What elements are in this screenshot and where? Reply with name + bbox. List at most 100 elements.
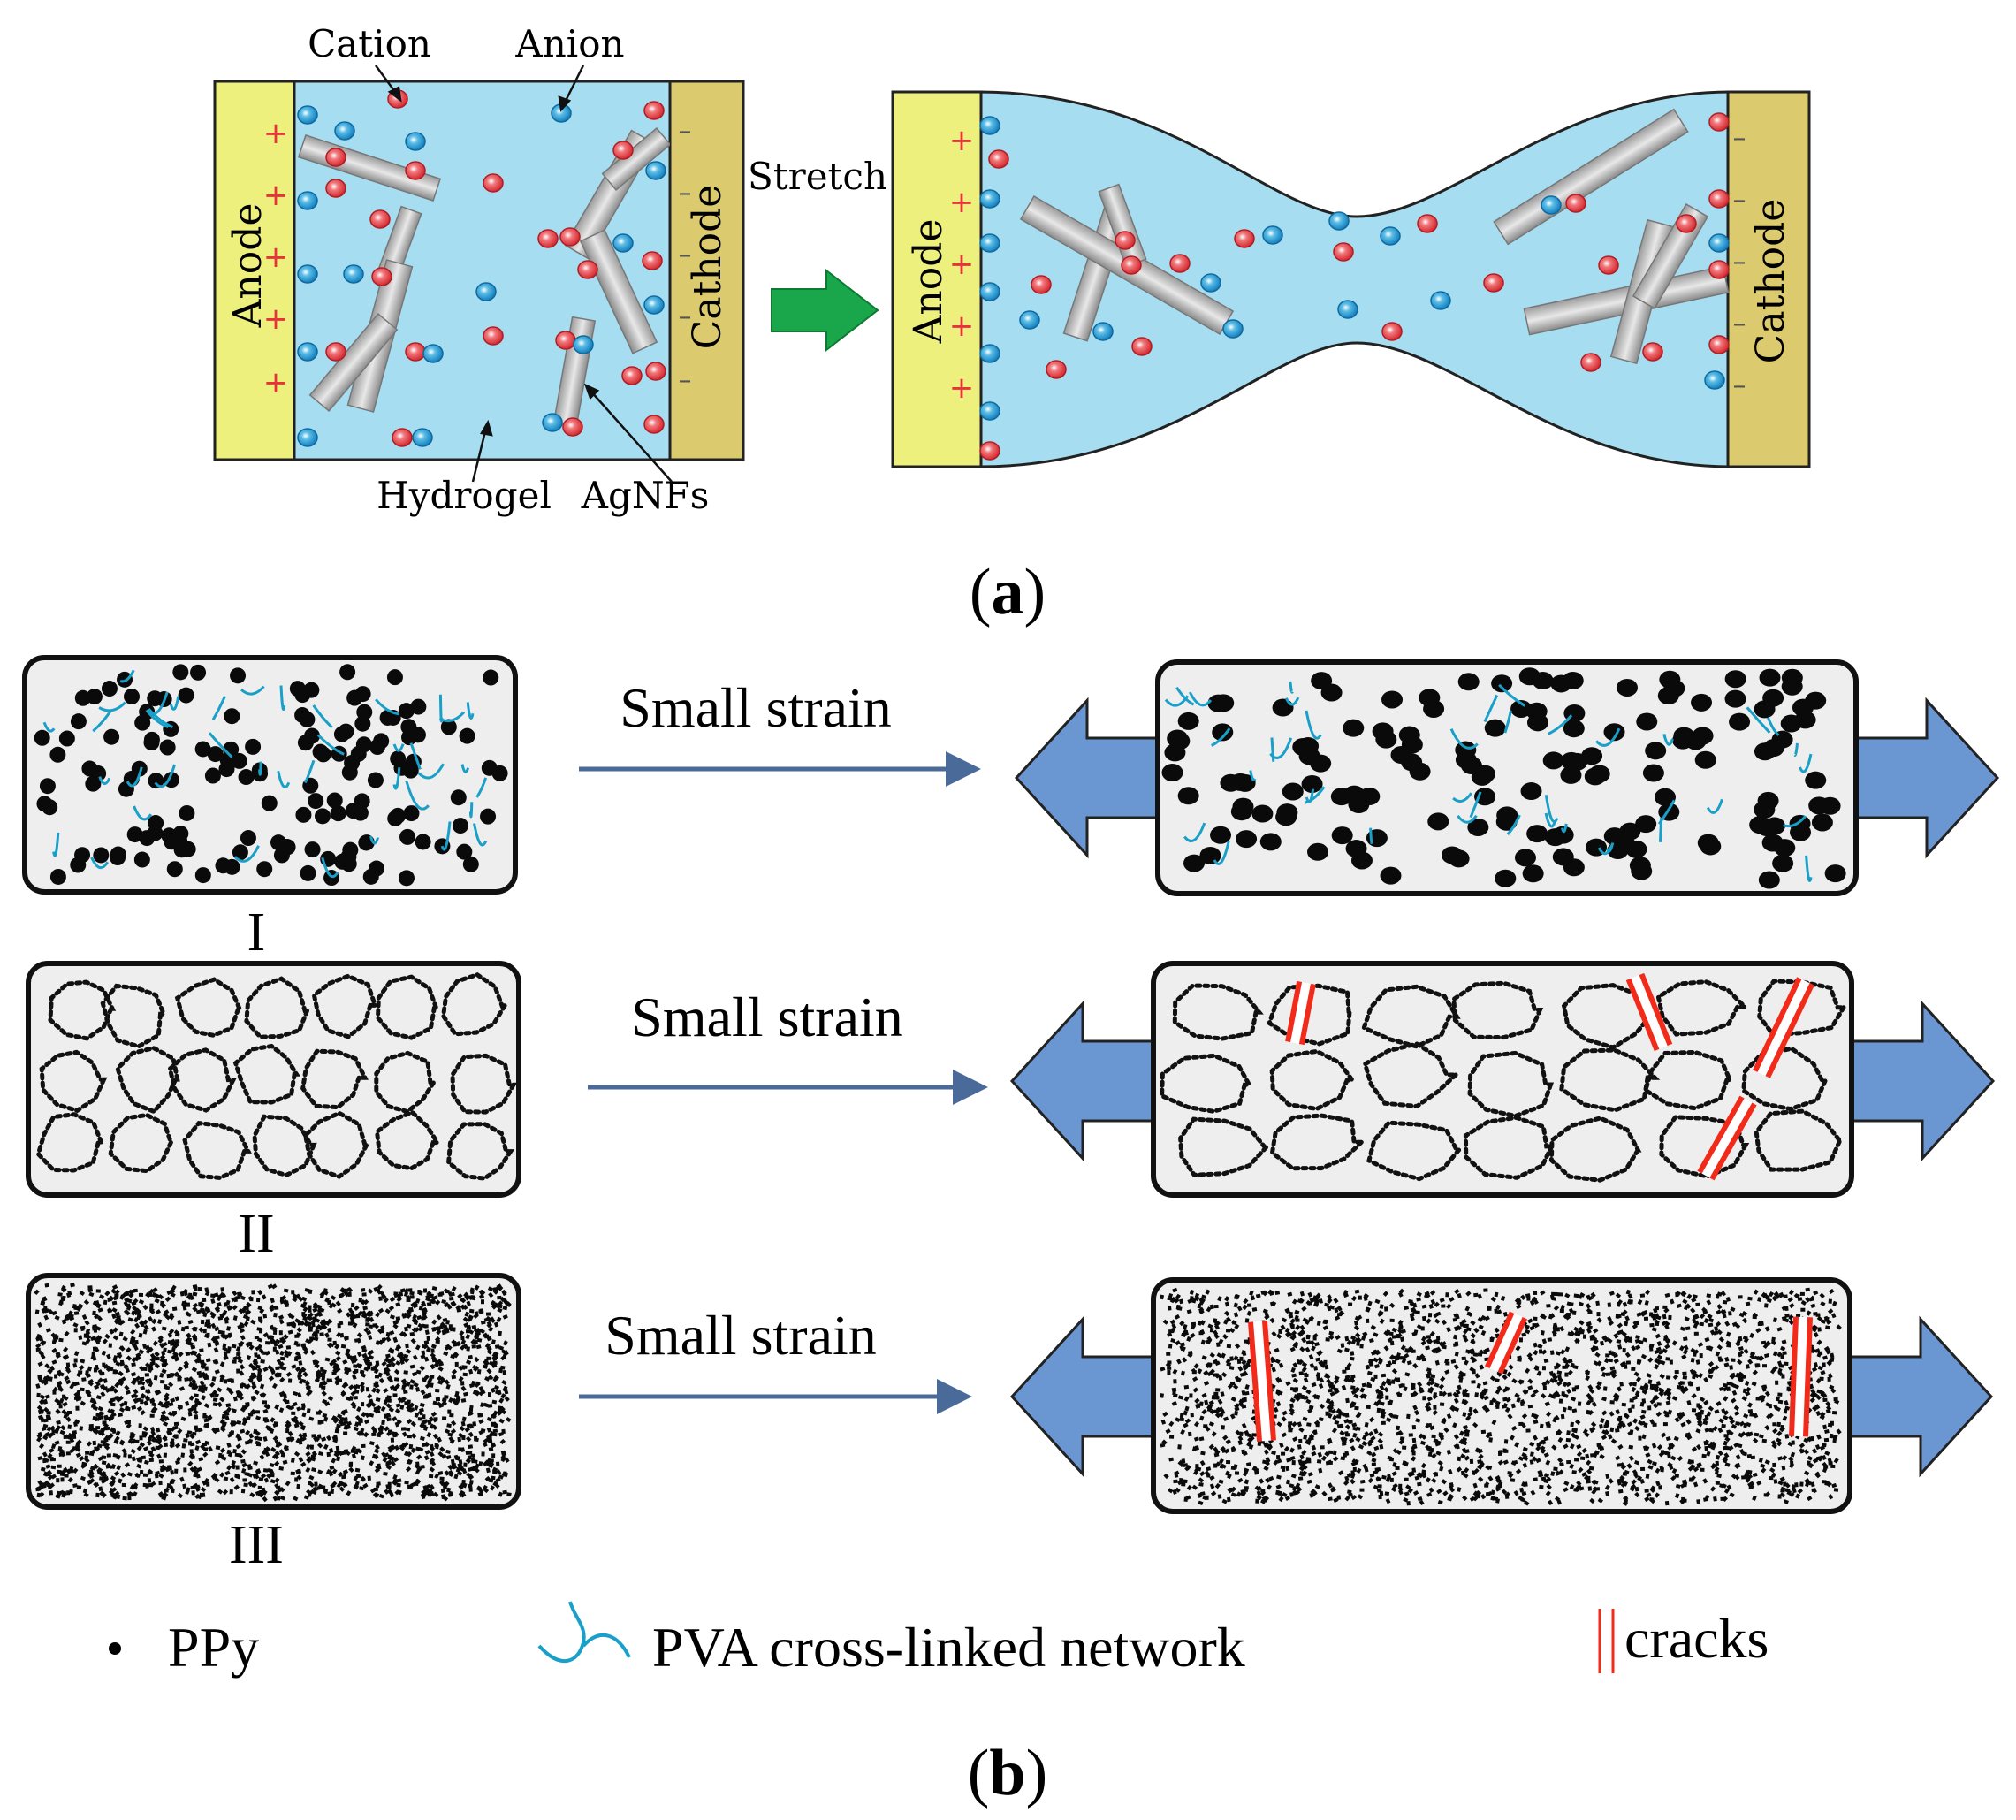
plus-sign: + — [263, 178, 289, 213]
stretch-label: Stretch — [748, 155, 887, 198]
agnf-flake — [1493, 108, 1689, 246]
row-numeral: III — [229, 1515, 284, 1575]
anion-ion — [412, 428, 433, 447]
legend-pva: PVA cross-linked network — [652, 1616, 1245, 1679]
anode-electrode — [213, 80, 296, 461]
cation-ion — [1169, 254, 1191, 273]
cathode-label: Cathode — [1748, 199, 1793, 364]
cathode-label: Cathode — [685, 185, 730, 350]
cation-ion — [1031, 275, 1052, 294]
plus-sign: + — [949, 308, 975, 344]
strain-arrow-head — [953, 1070, 988, 1105]
annotation-pointers — [374, 65, 673, 483]
cation-ion — [1333, 242, 1354, 262]
stretch-arrow — [771, 268, 879, 353]
pva-network-strands — [1164, 681, 1813, 882]
cation-ion — [1565, 194, 1586, 213]
anion-ion — [1200, 273, 1221, 293]
minus-sign: – — [1733, 123, 1746, 154]
cation-label: Cation — [308, 22, 431, 65]
cation-ion — [1642, 342, 1663, 362]
anion-ion — [1019, 310, 1040, 330]
anion-ion — [1328, 211, 1350, 231]
cation-ion — [405, 342, 426, 362]
plus-sign: + — [949, 247, 975, 282]
anode-label: Anode — [906, 219, 951, 345]
legend: PPy PVA cross-linked network cracks — [109, 1601, 1769, 1679]
legend-ppy: PPy — [168, 1616, 259, 1679]
caption-a-letter: a — [992, 556, 1024, 628]
crack — [1753, 977, 1814, 1078]
crack — [1697, 1095, 1757, 1181]
cell-stretched: +++++––––– Anode Cathode — [891, 90, 1811, 468]
anion-ion — [1222, 319, 1244, 339]
anion-ion — [1708, 233, 1730, 253]
anion-ion — [297, 428, 318, 447]
plus-sign: + — [949, 185, 975, 220]
minus-sign: – — [1733, 308, 1746, 339]
pva-network-strands — [42, 669, 488, 879]
cation-ion — [537, 229, 559, 248]
cation-ion — [645, 362, 666, 381]
ppy-grain-boundaries — [35, 971, 518, 1181]
crack — [1248, 1321, 1276, 1442]
cation-ion — [1676, 214, 1697, 233]
anion-ion — [297, 191, 318, 210]
strain-label: Small strain — [605, 1304, 877, 1367]
cation-ion — [1417, 214, 1438, 233]
anion-ion — [475, 282, 497, 301]
cation-ion — [643, 101, 665, 120]
minus-sign: – — [1733, 370, 1746, 401]
cation-ion — [1708, 112, 1730, 132]
strain-arrow-head — [946, 751, 981, 787]
cation-ion — [371, 267, 392, 286]
electrode-signs: +++++––––– — [949, 123, 1746, 406]
ppy-particles — [34, 664, 508, 887]
anion-ion — [1337, 300, 1358, 319]
anion-ion — [297, 105, 318, 125]
cathode-electrode — [668, 80, 745, 461]
cation-ion — [612, 141, 634, 160]
cation-ion — [577, 260, 598, 279]
ppy-dense-particles — [34, 1283, 512, 1503]
anion-ion — [334, 121, 355, 141]
row-numeral: II — [238, 1204, 274, 1264]
anion-ion — [643, 295, 665, 315]
cation-ion — [643, 415, 665, 434]
ppy-legend-dot — [109, 1642, 121, 1655]
ions — [297, 89, 666, 447]
anion-ion — [979, 344, 1000, 363]
ions — [979, 112, 1730, 461]
anion-ion — [1704, 370, 1725, 390]
row-numeral: I — [247, 902, 266, 963]
anion-label: Anion — [514, 22, 624, 65]
legend-cracks: cracks — [1624, 1607, 1769, 1670]
anode-label: Anode — [225, 203, 270, 329]
plus-sign: + — [263, 240, 289, 275]
plus-sign: + — [263, 365, 289, 400]
cation-ion — [1131, 337, 1153, 356]
pull-arrow-left — [1014, 697, 1160, 859]
agnf-flake — [579, 229, 658, 354]
electrode-signs: +++++––––– — [263, 116, 692, 400]
sample-unstrained — [26, 961, 521, 1198]
anion-ion — [645, 161, 666, 180]
cation-ion — [325, 148, 346, 167]
caption-b-letter: b — [989, 1737, 1025, 1809]
anion-ion — [297, 264, 318, 284]
cation-ion — [1708, 260, 1730, 279]
strain-label: Small strain — [631, 986, 903, 1048]
anion-ion — [542, 413, 563, 432]
minus-sign: – — [1733, 185, 1746, 216]
cell-unstretched: +++++––––– Anode Cathode — [213, 80, 745, 461]
caption-a: (a) — [970, 556, 1046, 628]
cation-ion — [1598, 255, 1619, 275]
plus-sign: + — [949, 370, 975, 406]
strain-arrow-head — [937, 1379, 972, 1414]
crack — [1484, 1311, 1528, 1375]
panel-a: +++++––––– Anode Cathode Cation Anion St… — [213, 22, 1811, 628]
